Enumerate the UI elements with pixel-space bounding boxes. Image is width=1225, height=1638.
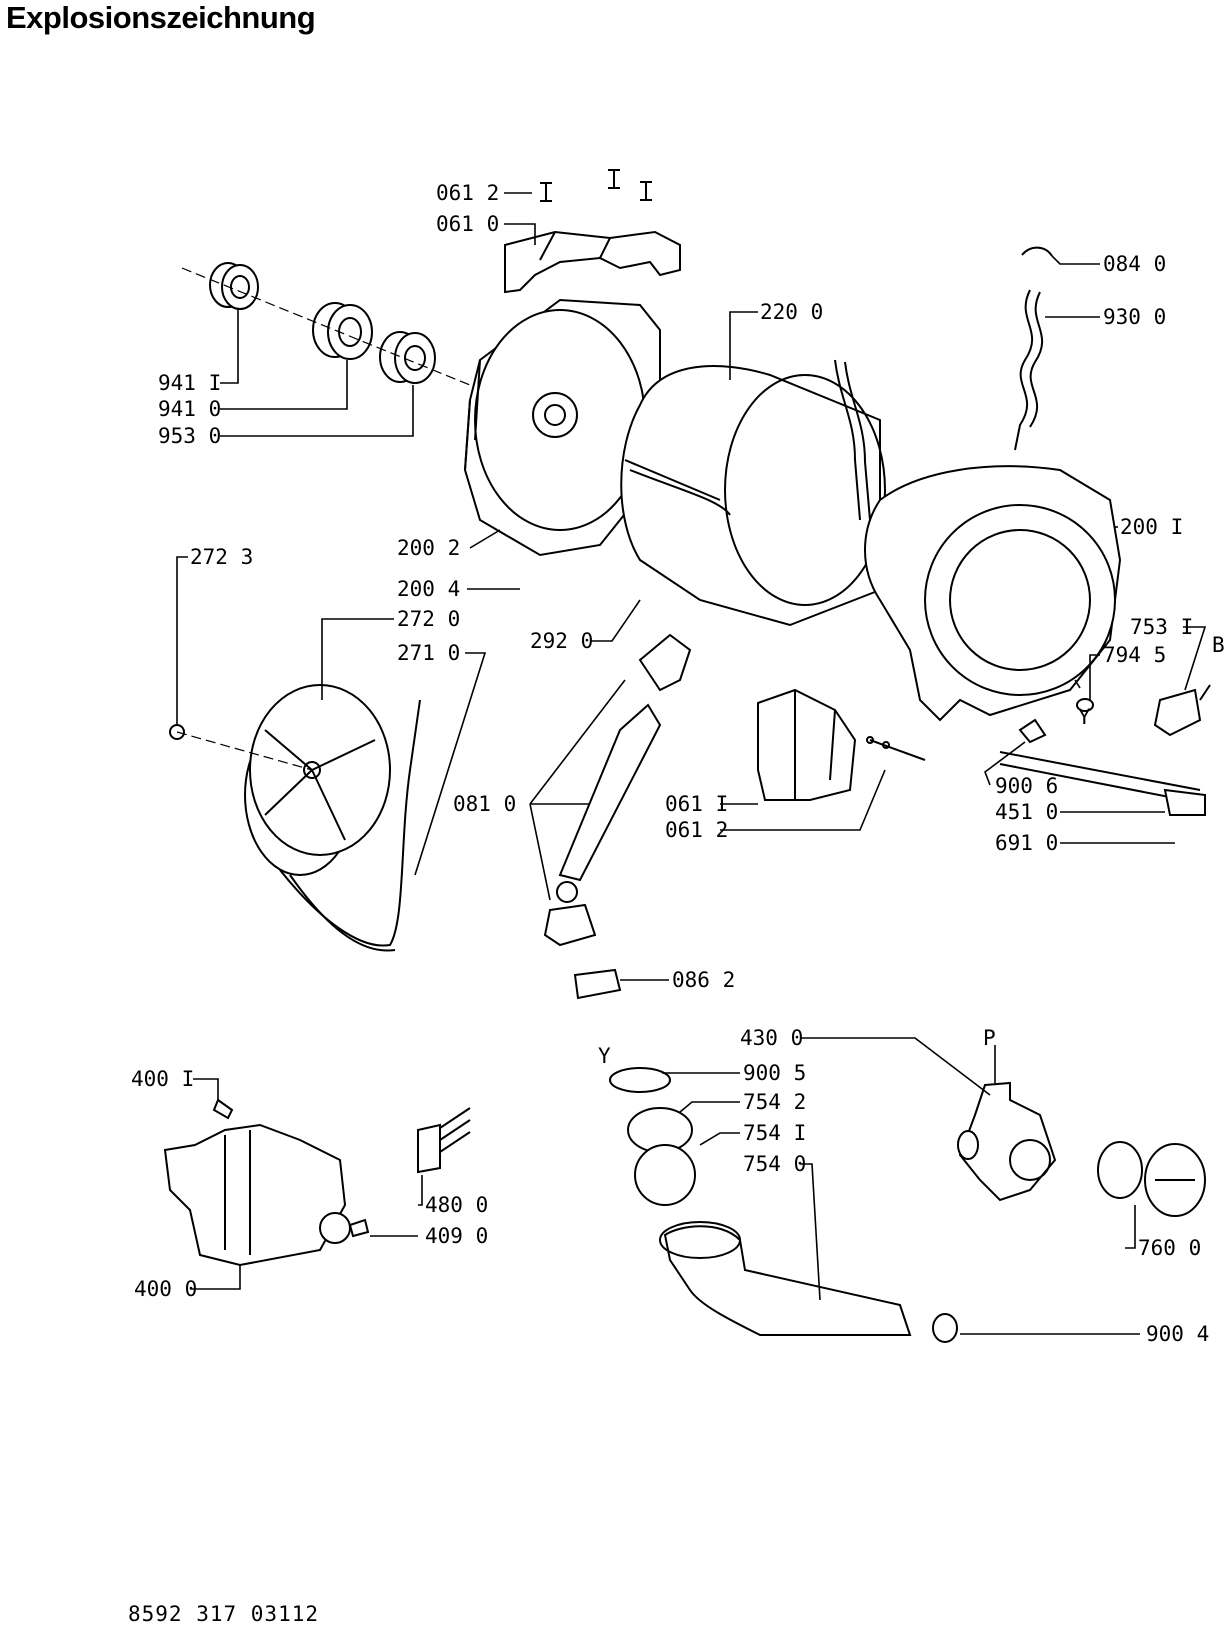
leader-lines [176,192,1207,1335]
seal-794-5 [1076,698,1094,712]
label-754-1: 754 I [743,1121,806,1145]
label-754-2: 754 2 [743,1090,806,1114]
sensor-753-1 [1153,684,1211,737]
label-760-0: 760 0 [1138,1236,1201,1260]
label-794-5: 794 5 [1103,643,1166,667]
label-930-0: 930 0 [1103,305,1166,329]
label-754-0: 754 0 [743,1152,806,1176]
label-P: P [983,1026,996,1050]
label-292-0: 292 0 [530,629,593,653]
document-number: 8592 317 03112 [128,1602,320,1626]
drain-hose [609,1067,958,1343]
label-271-0: 271 0 [397,641,460,665]
brushes-480-0 [417,1107,471,1174]
spring-930-0 [1014,289,1044,451]
bearing-953-0 [379,331,436,384]
label-Y-top: Y [1078,705,1091,729]
label-272-3: 272 3 [190,545,253,569]
label-081-0: 081 0 [453,792,516,816]
top-bolts [540,169,652,202]
label-B: B [1212,633,1225,657]
pulley [244,684,391,876]
rear-tub-half [463,298,661,557]
label-061-0: 061 0 [436,212,499,236]
label-900-4: 900 4 [1146,1322,1209,1346]
part-409-0 [348,1218,370,1238]
label-451-0: 451 0 [995,800,1058,824]
label-Y-bottom: Y [598,1044,611,1068]
heater-451-0 [999,751,1206,816]
bracket-061-1 [757,688,926,801]
label-430-0: 430 0 [740,1026,803,1050]
label-084-0: 084 0 [1103,252,1166,276]
foot-086-2 [573,968,622,1000]
bearing-941-1 [209,262,259,310]
label-753-1: 753 I [1130,615,1193,639]
hook-084-0 [1021,246,1053,257]
label-200-1: 200 I [1120,515,1183,539]
bearing-941-0 [312,302,373,360]
drum [620,365,886,627]
label-061-2-top: 061 2 [436,181,499,205]
clip-900-6 [1018,718,1047,744]
label-691-0: 691 0 [995,831,1058,855]
label-480-0: 480 0 [425,1193,488,1217]
label-400-0: 400 0 [134,1277,197,1301]
label-941-1: 941 I [158,371,221,395]
label-941-0: 941 0 [158,397,221,421]
label-220-0: 220 0 [760,300,823,324]
label-900-6: 900 6 [995,774,1058,798]
shock-absorber [543,633,692,947]
page-title: Explosionszeichnung [6,0,316,35]
label-200-2: 200 2 [397,536,460,560]
label-061-2-bottom: 061 2 [665,818,728,842]
counterweight-top [504,230,681,294]
filter-760-0 [1097,1141,1206,1217]
label-086-2: 086 2 [672,968,735,992]
label-200-4: 200 4 [397,577,460,601]
label-272-0: 272 0 [397,607,460,631]
spring-left [834,359,871,521]
drain-pump [957,1081,1057,1202]
label-900-5: 900 5 [743,1061,806,1085]
motor [163,1098,351,1267]
front-tub-half [864,465,1122,722]
label-953-0: 953 0 [158,424,221,448]
label-061-1: 061 I [665,792,728,816]
label-409-0: 409 0 [425,1224,488,1248]
label-400-1: 400 I [131,1067,194,1091]
belt-271-0 [279,699,421,952]
